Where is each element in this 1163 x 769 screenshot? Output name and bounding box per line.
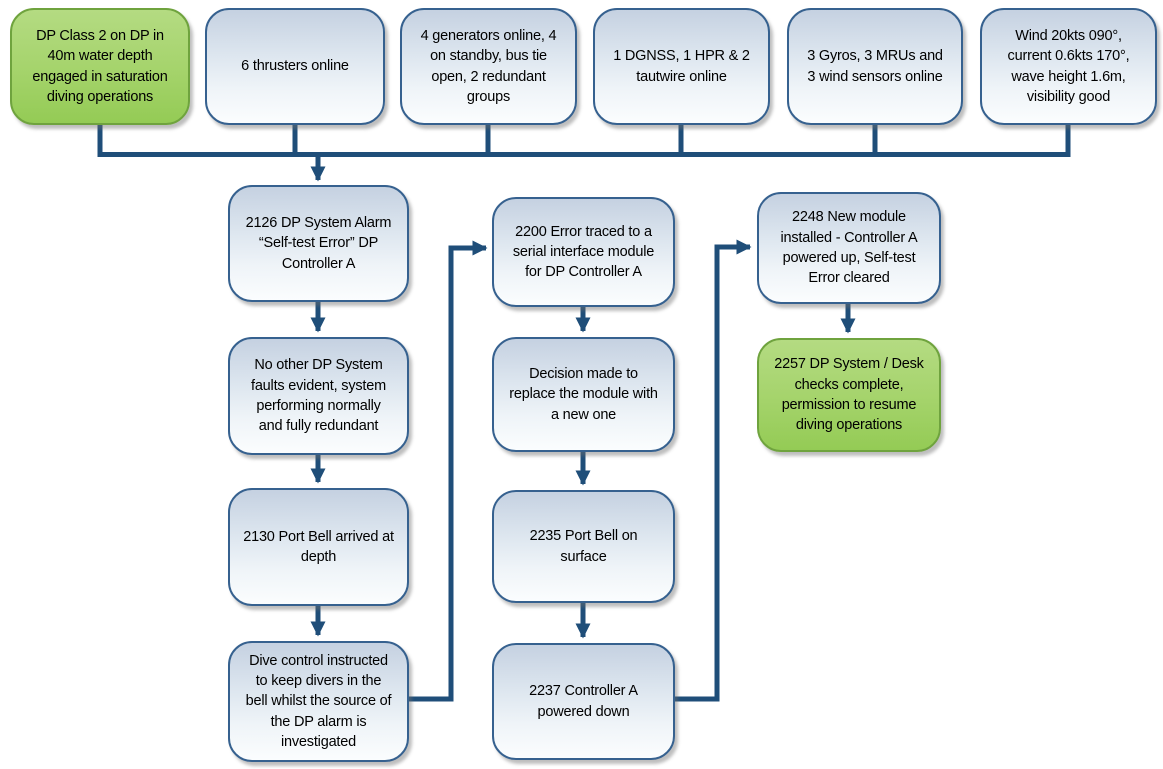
elbow-col2-to-col3 [675, 239, 752, 702]
node-2248-module-installed: 2248 New module installed - Controller A… [757, 192, 941, 304]
node-generators-online: 4 generators online, 4 on standby, bus t… [400, 8, 577, 125]
node-no-other-faults: No other DP System faults evident, syste… [228, 337, 409, 455]
node-2235-bell-on-surface: 2235 Port Bell on surface [492, 490, 675, 603]
node-thrusters-online: 6 thrusters online [205, 8, 385, 125]
node-dive-control-instructed: Dive control instructed to keep divers i… [228, 641, 409, 762]
node-2130-bell-at-depth: 2130 Port Bell arrived at depth [228, 488, 409, 606]
node-2126-self-test-alarm: 2126 DP System Alarm “Self-test Error” D… [228, 185, 409, 302]
node-sensors-online: 3 Gyros, 3 MRUs and 3 wind sensors onlin… [787, 8, 963, 125]
node-2257-checks-complete: 2257 DP System / Desk checks complete, p… [757, 338, 941, 452]
node-position-references: 1 DGNSS, 1 HPR & 2 tautwire online [593, 8, 770, 125]
node-dp-class-status: DP Class 2 on DP in 40m water depth enga… [10, 8, 190, 125]
elbow-col1-to-col2 [409, 240, 488, 702]
node-2200-error-traced: 2200 Error traced to a serial interface … [492, 197, 675, 307]
node-decision-replace-module: Decision made to replace the module with… [492, 337, 675, 452]
node-2237-controller-powered-down: 2237 Controller A powered down [492, 643, 675, 760]
node-environment-conditions: Wind 20kts 090°, current 0.6kts 170°, wa… [980, 8, 1157, 125]
